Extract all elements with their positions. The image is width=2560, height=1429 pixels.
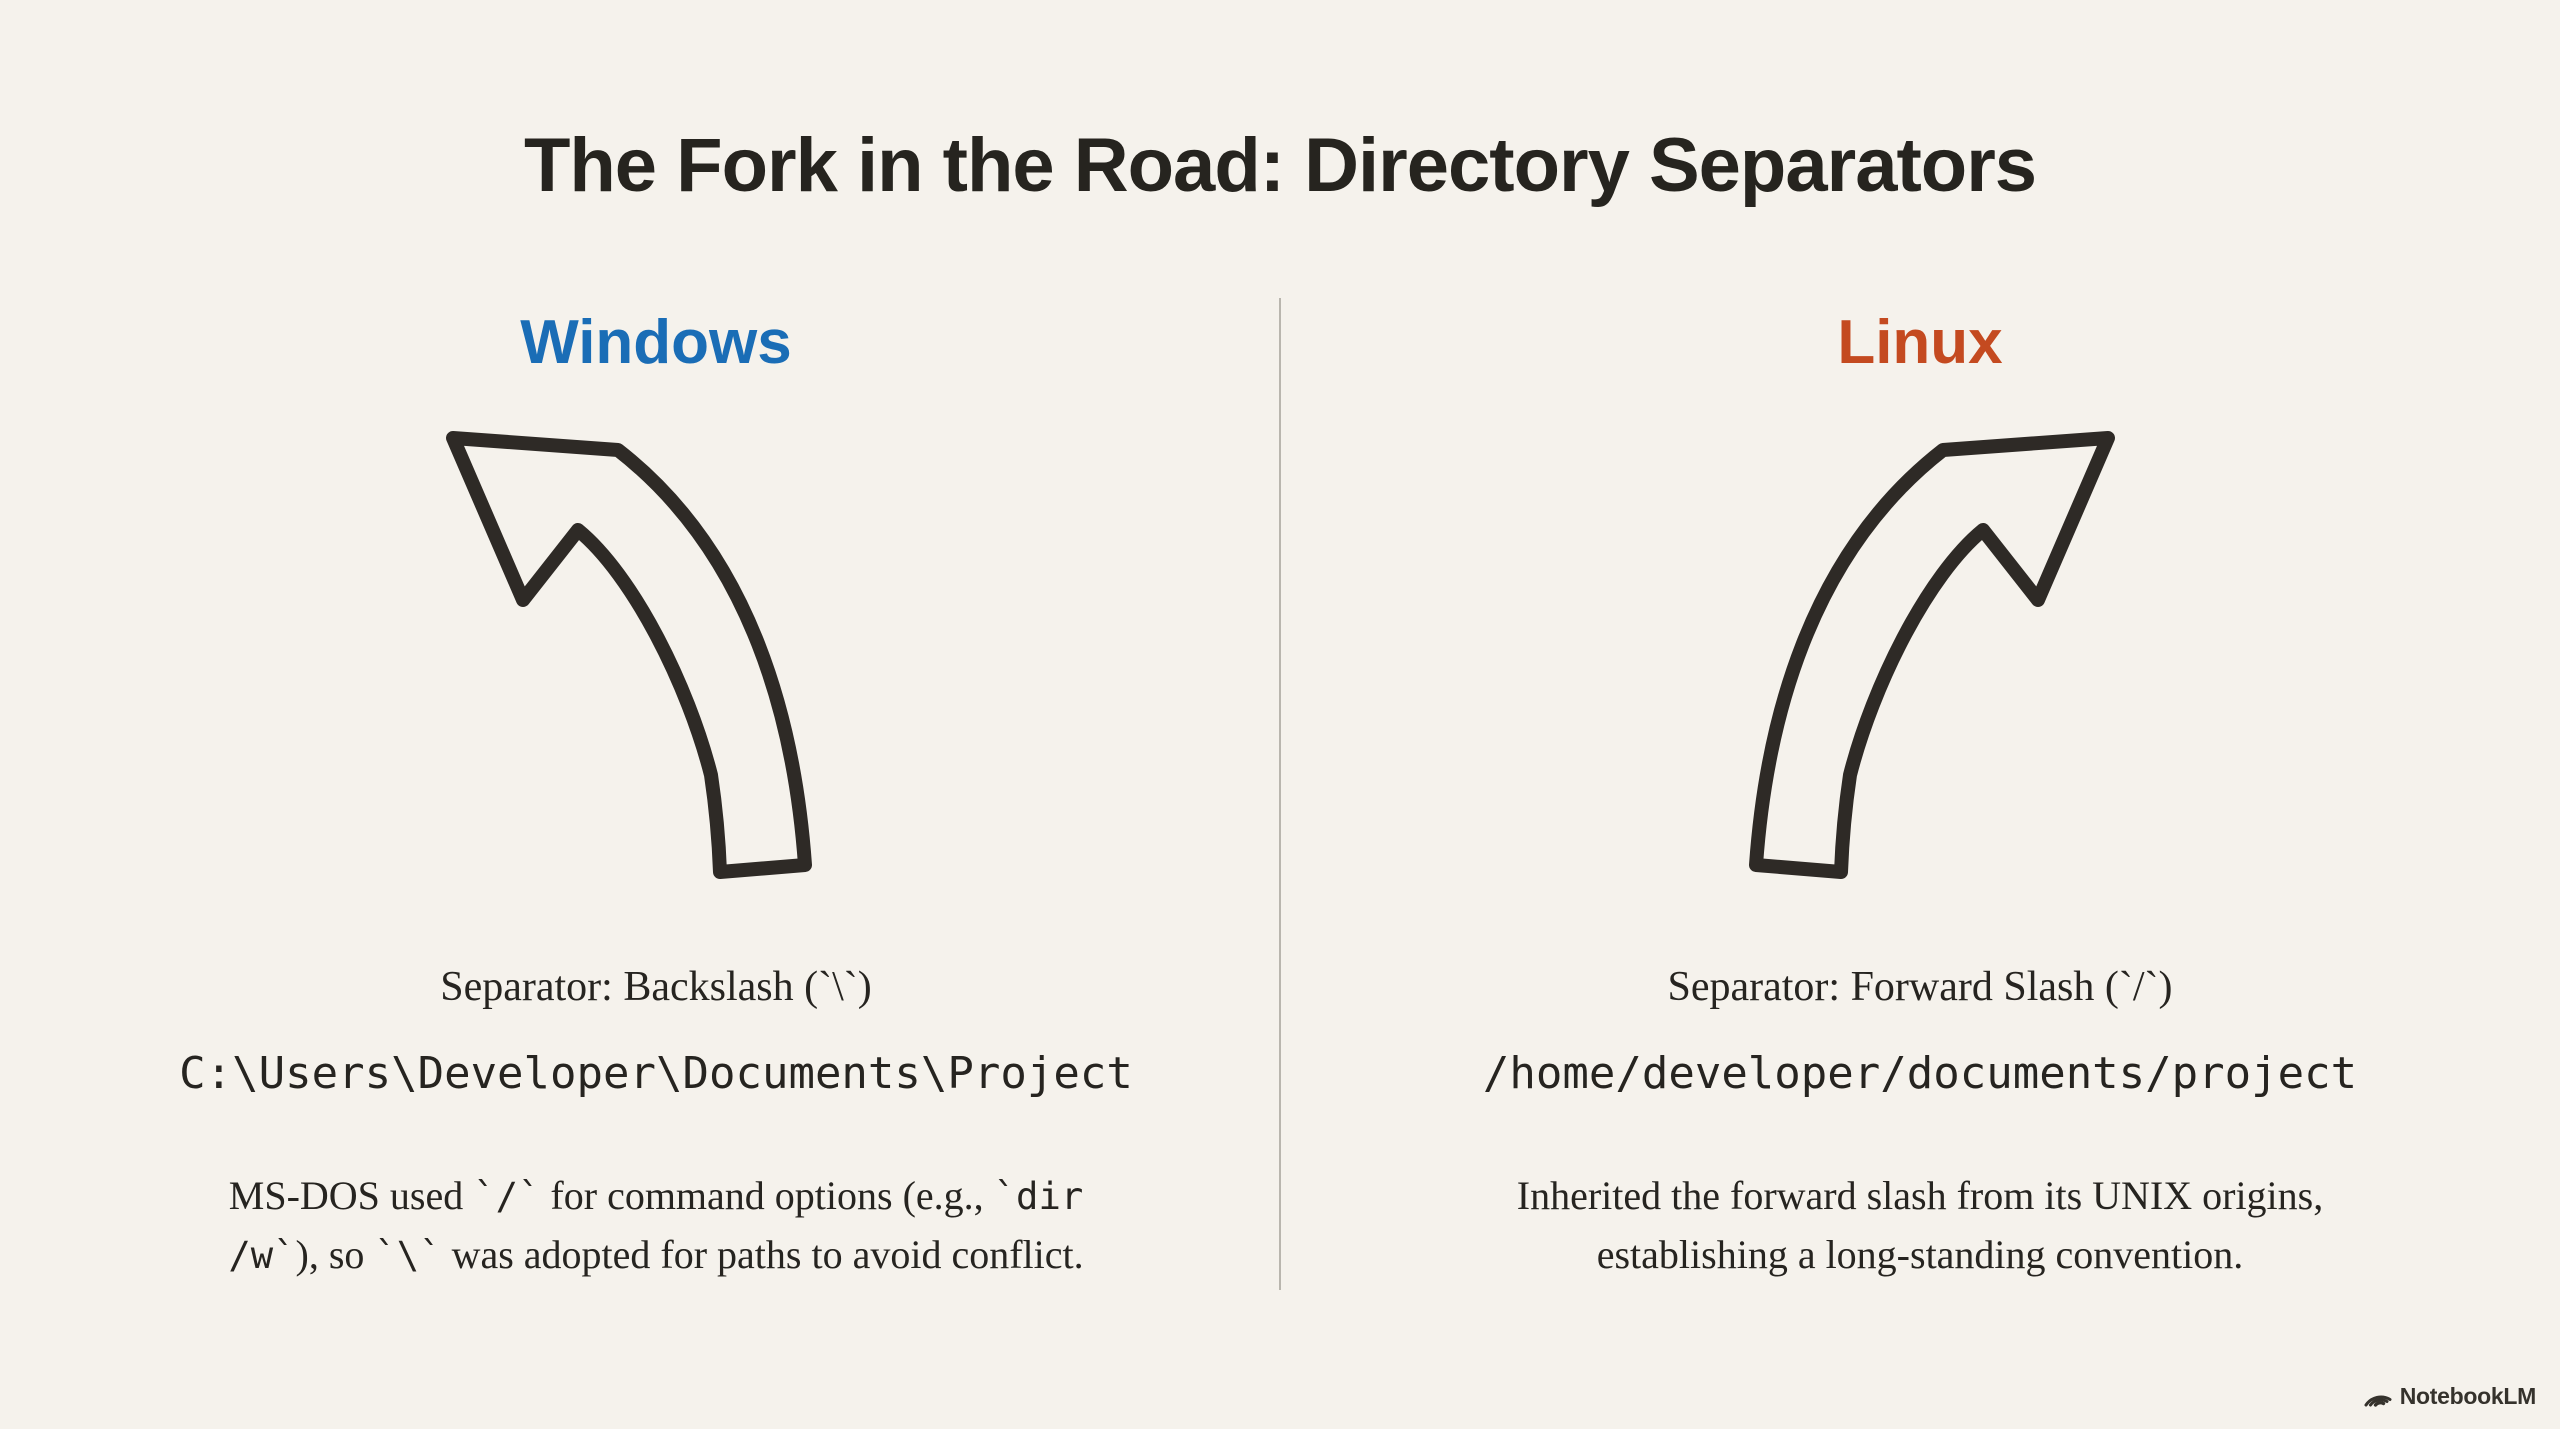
windows-example-path: C:\Users\Developer\Documents\Project — [179, 1048, 1133, 1099]
windows-separator-label: Separator: Backslash (`\`) — [440, 964, 872, 1010]
notebooklm-fan-icon — [2363, 1384, 2393, 1408]
windows-column: Windows Separator: Backslash (`\`) C:\Us… — [179, 312, 1133, 1278]
curved-arrow-up-right-icon — [1738, 425, 2138, 885]
linux-heading: Linux — [1837, 308, 2003, 377]
linux-example-path: /home/developer/documents/project — [1482, 1048, 2358, 1099]
linux-separator-label: Separator: Forward Slash (`/`) — [1667, 964, 2173, 1010]
curved-arrow-up-left-icon — [423, 425, 823, 885]
notebooklm-label: NotebookLM — [2399, 1382, 2537, 1409]
notebooklm-attribution: NotebookLM — [2363, 1384, 2536, 1408]
linux-history-note: Inherited the forward slash from its UNI… — [1516, 1173, 2324, 1278]
windows-history-note: MS-DOS used `/` for command options (e.g… — [228, 1173, 1084, 1278]
windows-heading: Windows — [520, 308, 792, 377]
linux-column: Linux Separator: Forward Slash (`/`) /ho… — [1280, 0, 2560, 1429]
column-divider — [1279, 298, 1281, 1290]
page-title: The Fork in the Road: Directory Separato… — [523, 123, 2037, 208]
